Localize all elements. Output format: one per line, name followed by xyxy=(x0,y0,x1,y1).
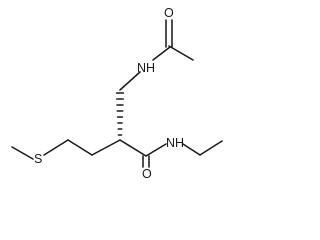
atom-nh-top: NH xyxy=(137,61,155,75)
bond-layer xyxy=(11,19,223,168)
bond-nh-acetyl-c xyxy=(152,46,171,61)
atom-s-thioether: S xyxy=(34,152,42,166)
bond-nh-ch3 xyxy=(182,143,201,156)
bond-ch2-ch2 xyxy=(67,139,93,156)
bond-carbonyl-nh xyxy=(145,143,167,157)
bond-ch3-s xyxy=(11,146,34,160)
atom-label-layer: NH O S NH O xyxy=(34,6,184,178)
atom-o-carbonyl: O xyxy=(142,167,152,178)
bond-s-ch2 xyxy=(43,139,69,156)
bond-acetyl-ch3 xyxy=(168,45,194,61)
bond-ch3-end xyxy=(199,140,223,156)
molecule-structure: NH O S NH O xyxy=(11,6,223,178)
bond-calpha-carbonyl xyxy=(119,139,147,157)
bond-ch2-calpha xyxy=(91,139,121,156)
bond-calpha-n-top xyxy=(119,71,141,91)
atom-o-acetyl: O xyxy=(164,6,174,20)
stereo-hashed-wedge xyxy=(115,92,125,136)
atom-nh-right: NH xyxy=(166,136,184,150)
